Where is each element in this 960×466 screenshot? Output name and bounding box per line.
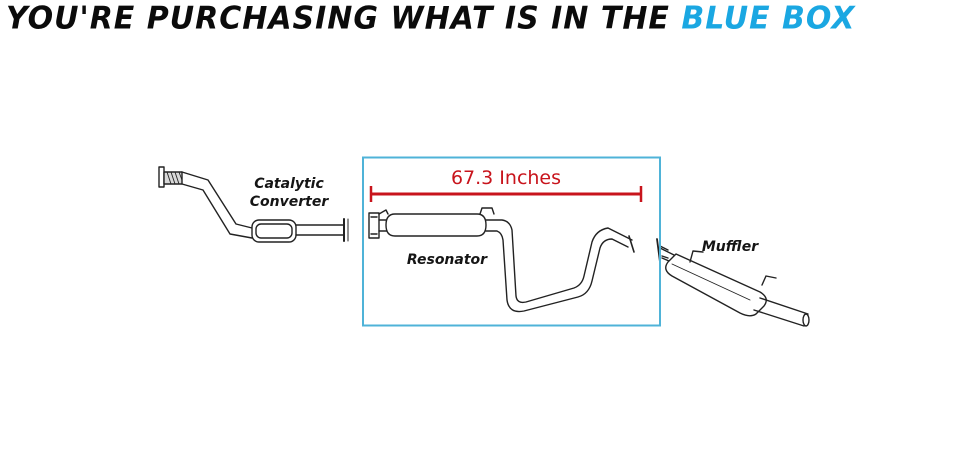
resonator-label: Resonator: [407, 252, 488, 268]
headline: YOU'RE PURCHASING WHAT IS IN THE BLUE BO…: [6, 0, 855, 37]
muffler-assembly: [656, 238, 810, 327]
muffler-label: Muffler: [702, 239, 759, 255]
catalytic-converter-label-line1: Catalytic: [254, 176, 324, 192]
dimension-line: [369, 186, 643, 202]
headline-main: YOU'RE PURCHASING WHAT IS IN THE: [6, 0, 670, 37]
headline-highlight: BLUE BOX: [681, 0, 856, 37]
selection-box: [362, 156, 661, 327]
catalytic-converter-pipe: [158, 166, 349, 243]
resonator-pipe: [368, 207, 635, 313]
dimension-label: 67.3 Inches: [451, 167, 561, 189]
catalytic-converter-label-line2: Converter: [250, 194, 330, 210]
